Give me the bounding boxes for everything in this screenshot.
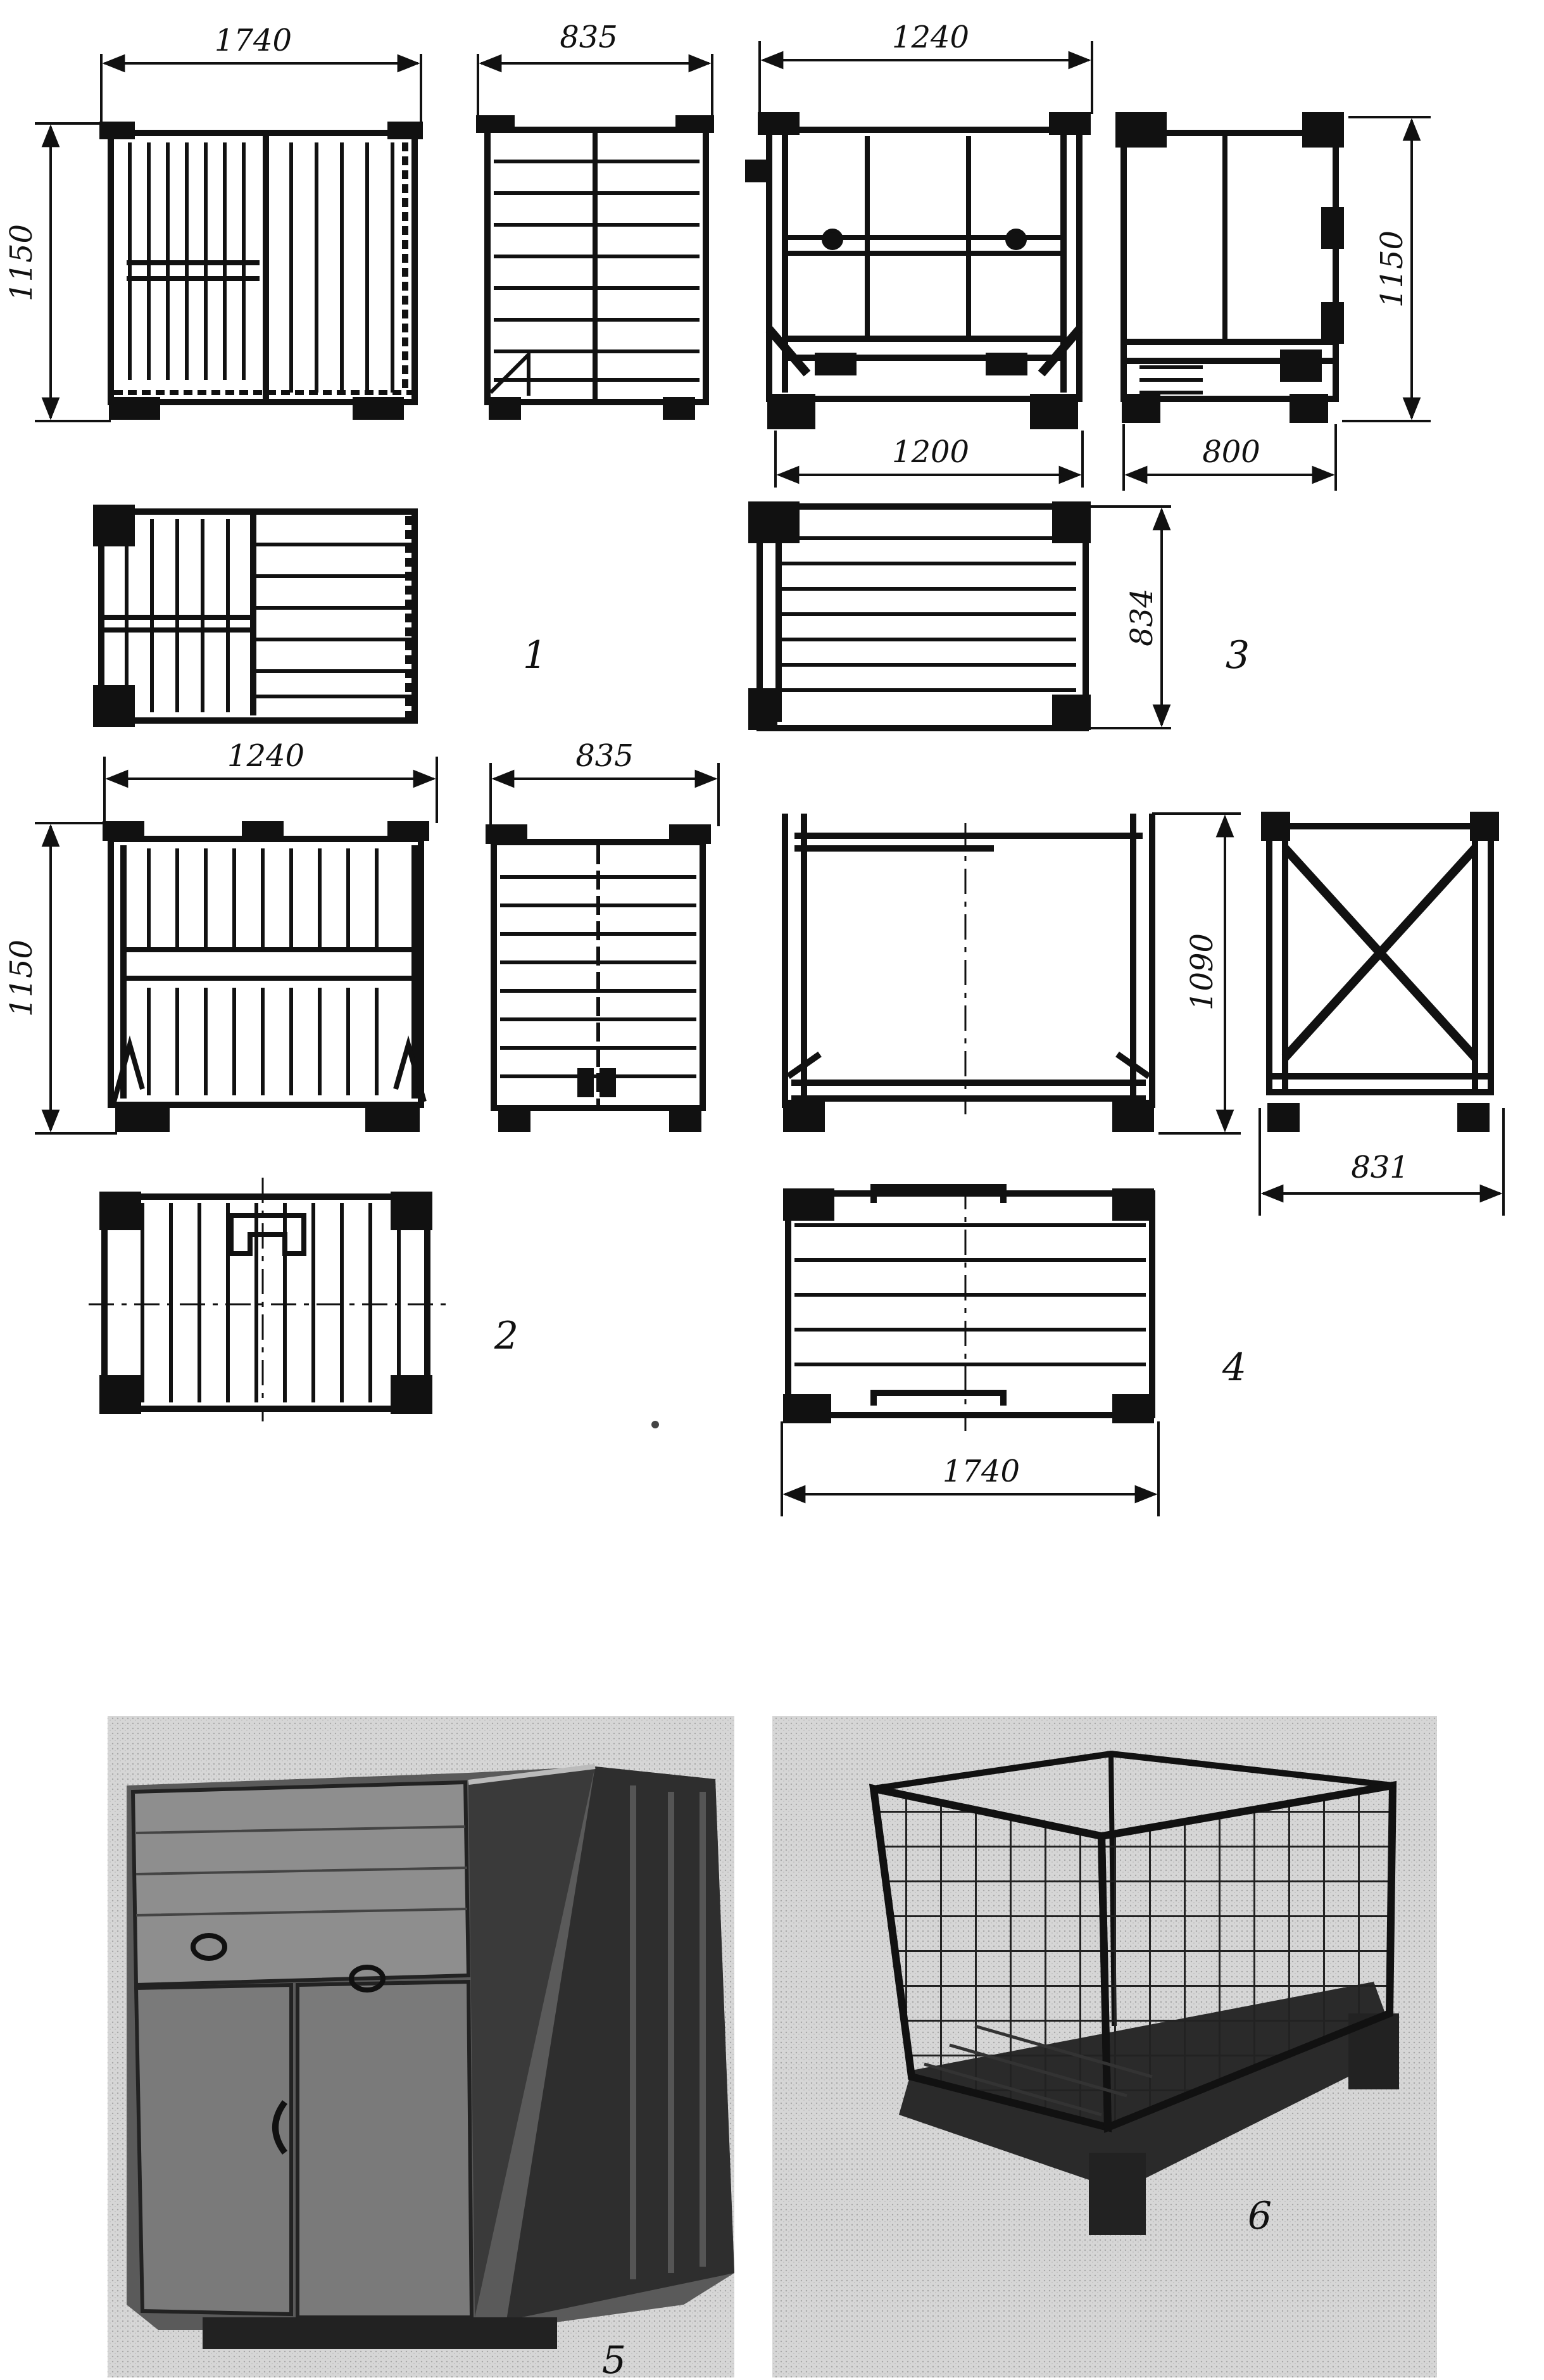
figure-4 xyxy=(781,812,1505,1516)
figure-3-bottom-width-label: 1200 xyxy=(892,434,969,470)
figure-1-front-view xyxy=(99,122,423,420)
figure-1 xyxy=(35,54,714,727)
figure-1-dimensions xyxy=(35,54,713,422)
figure-6-number: 6 xyxy=(1248,2194,1272,2238)
figure-5-photo xyxy=(108,1716,734,2377)
figure-3-plan-view xyxy=(748,501,1091,731)
figure-2-width-label: 1240 xyxy=(227,738,304,774)
figure-1-width-label: 1740 xyxy=(215,23,292,58)
figure-4-number: 4 xyxy=(1222,1345,1246,1390)
figure-3-dimensions xyxy=(758,41,1431,729)
figure-2-number: 2 xyxy=(494,1314,518,1358)
figure-2-depth-label: 835 xyxy=(575,738,634,774)
figure-2-front-view xyxy=(103,821,429,1132)
figure-3-side-view xyxy=(1115,112,1344,423)
figure-1-plan-view xyxy=(93,505,418,727)
figure-3-plan-depth-label: 834 xyxy=(1124,588,1160,646)
figure-1-number: 1 xyxy=(523,633,547,677)
figure-2-dimensions xyxy=(35,757,720,1135)
figure-1-side-view xyxy=(476,115,714,420)
figure-3-top-width-label: 1240 xyxy=(892,20,969,55)
figure-4-dimensions xyxy=(781,812,1505,1516)
figure-3-height-label: 1150 xyxy=(1374,230,1410,308)
figure-2-side-view xyxy=(486,824,711,1132)
figure-4-height-label: 1090 xyxy=(1184,933,1220,1011)
figure-1-depth-label: 835 xyxy=(560,20,618,55)
figure-1-height-label: 1150 xyxy=(4,224,39,301)
figure-5-number: 5 xyxy=(602,2338,626,2380)
figure-2 xyxy=(35,757,720,1421)
figure-4-depth-label: 831 xyxy=(1351,1150,1409,1185)
figure-3-front-view xyxy=(745,112,1091,429)
figure-4-plan-view xyxy=(783,1184,1155,1431)
figure-3 xyxy=(745,41,1431,731)
figure-2-plan-view xyxy=(89,1178,449,1421)
figure-3-number: 3 xyxy=(1226,633,1250,677)
figure-3-depth-label: 800 xyxy=(1202,434,1260,470)
figure-6-photo xyxy=(772,1716,1437,2377)
figure-4-front-view xyxy=(782,814,1155,1132)
figure-4-width-label: 1740 xyxy=(943,1454,1020,1489)
figure-4-side-view xyxy=(1261,812,1499,1132)
figure-2-height-label: 1150 xyxy=(4,940,39,1017)
